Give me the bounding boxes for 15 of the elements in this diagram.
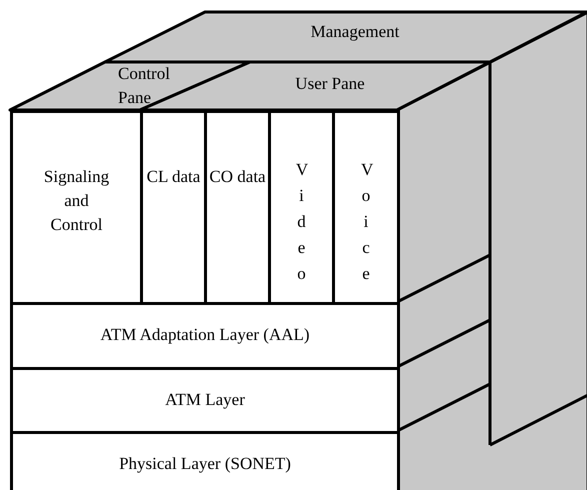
layer-box (10, 431, 400, 490)
plane-label: Management (275, 20, 435, 46)
layer-box (10, 367, 400, 434)
layer-box (10, 302, 400, 370)
layer-label: Physical Layer (SONET) (119, 453, 291, 475)
protocol-label: Voice (360, 159, 372, 285)
protocol-label: CL data (146, 166, 200, 188)
plane-label: User Pane (270, 72, 390, 98)
layer-label: ATM Adaptation Layer (AAL) (100, 324, 310, 346)
layer-label: ATM Layer (165, 389, 245, 411)
protocol-box (332, 110, 400, 305)
protocol-label: Signaling and Control (42, 166, 110, 236)
protocol-box (10, 110, 143, 305)
protocol-label: Video (296, 159, 308, 285)
protocol-label: CO data (209, 166, 266, 188)
